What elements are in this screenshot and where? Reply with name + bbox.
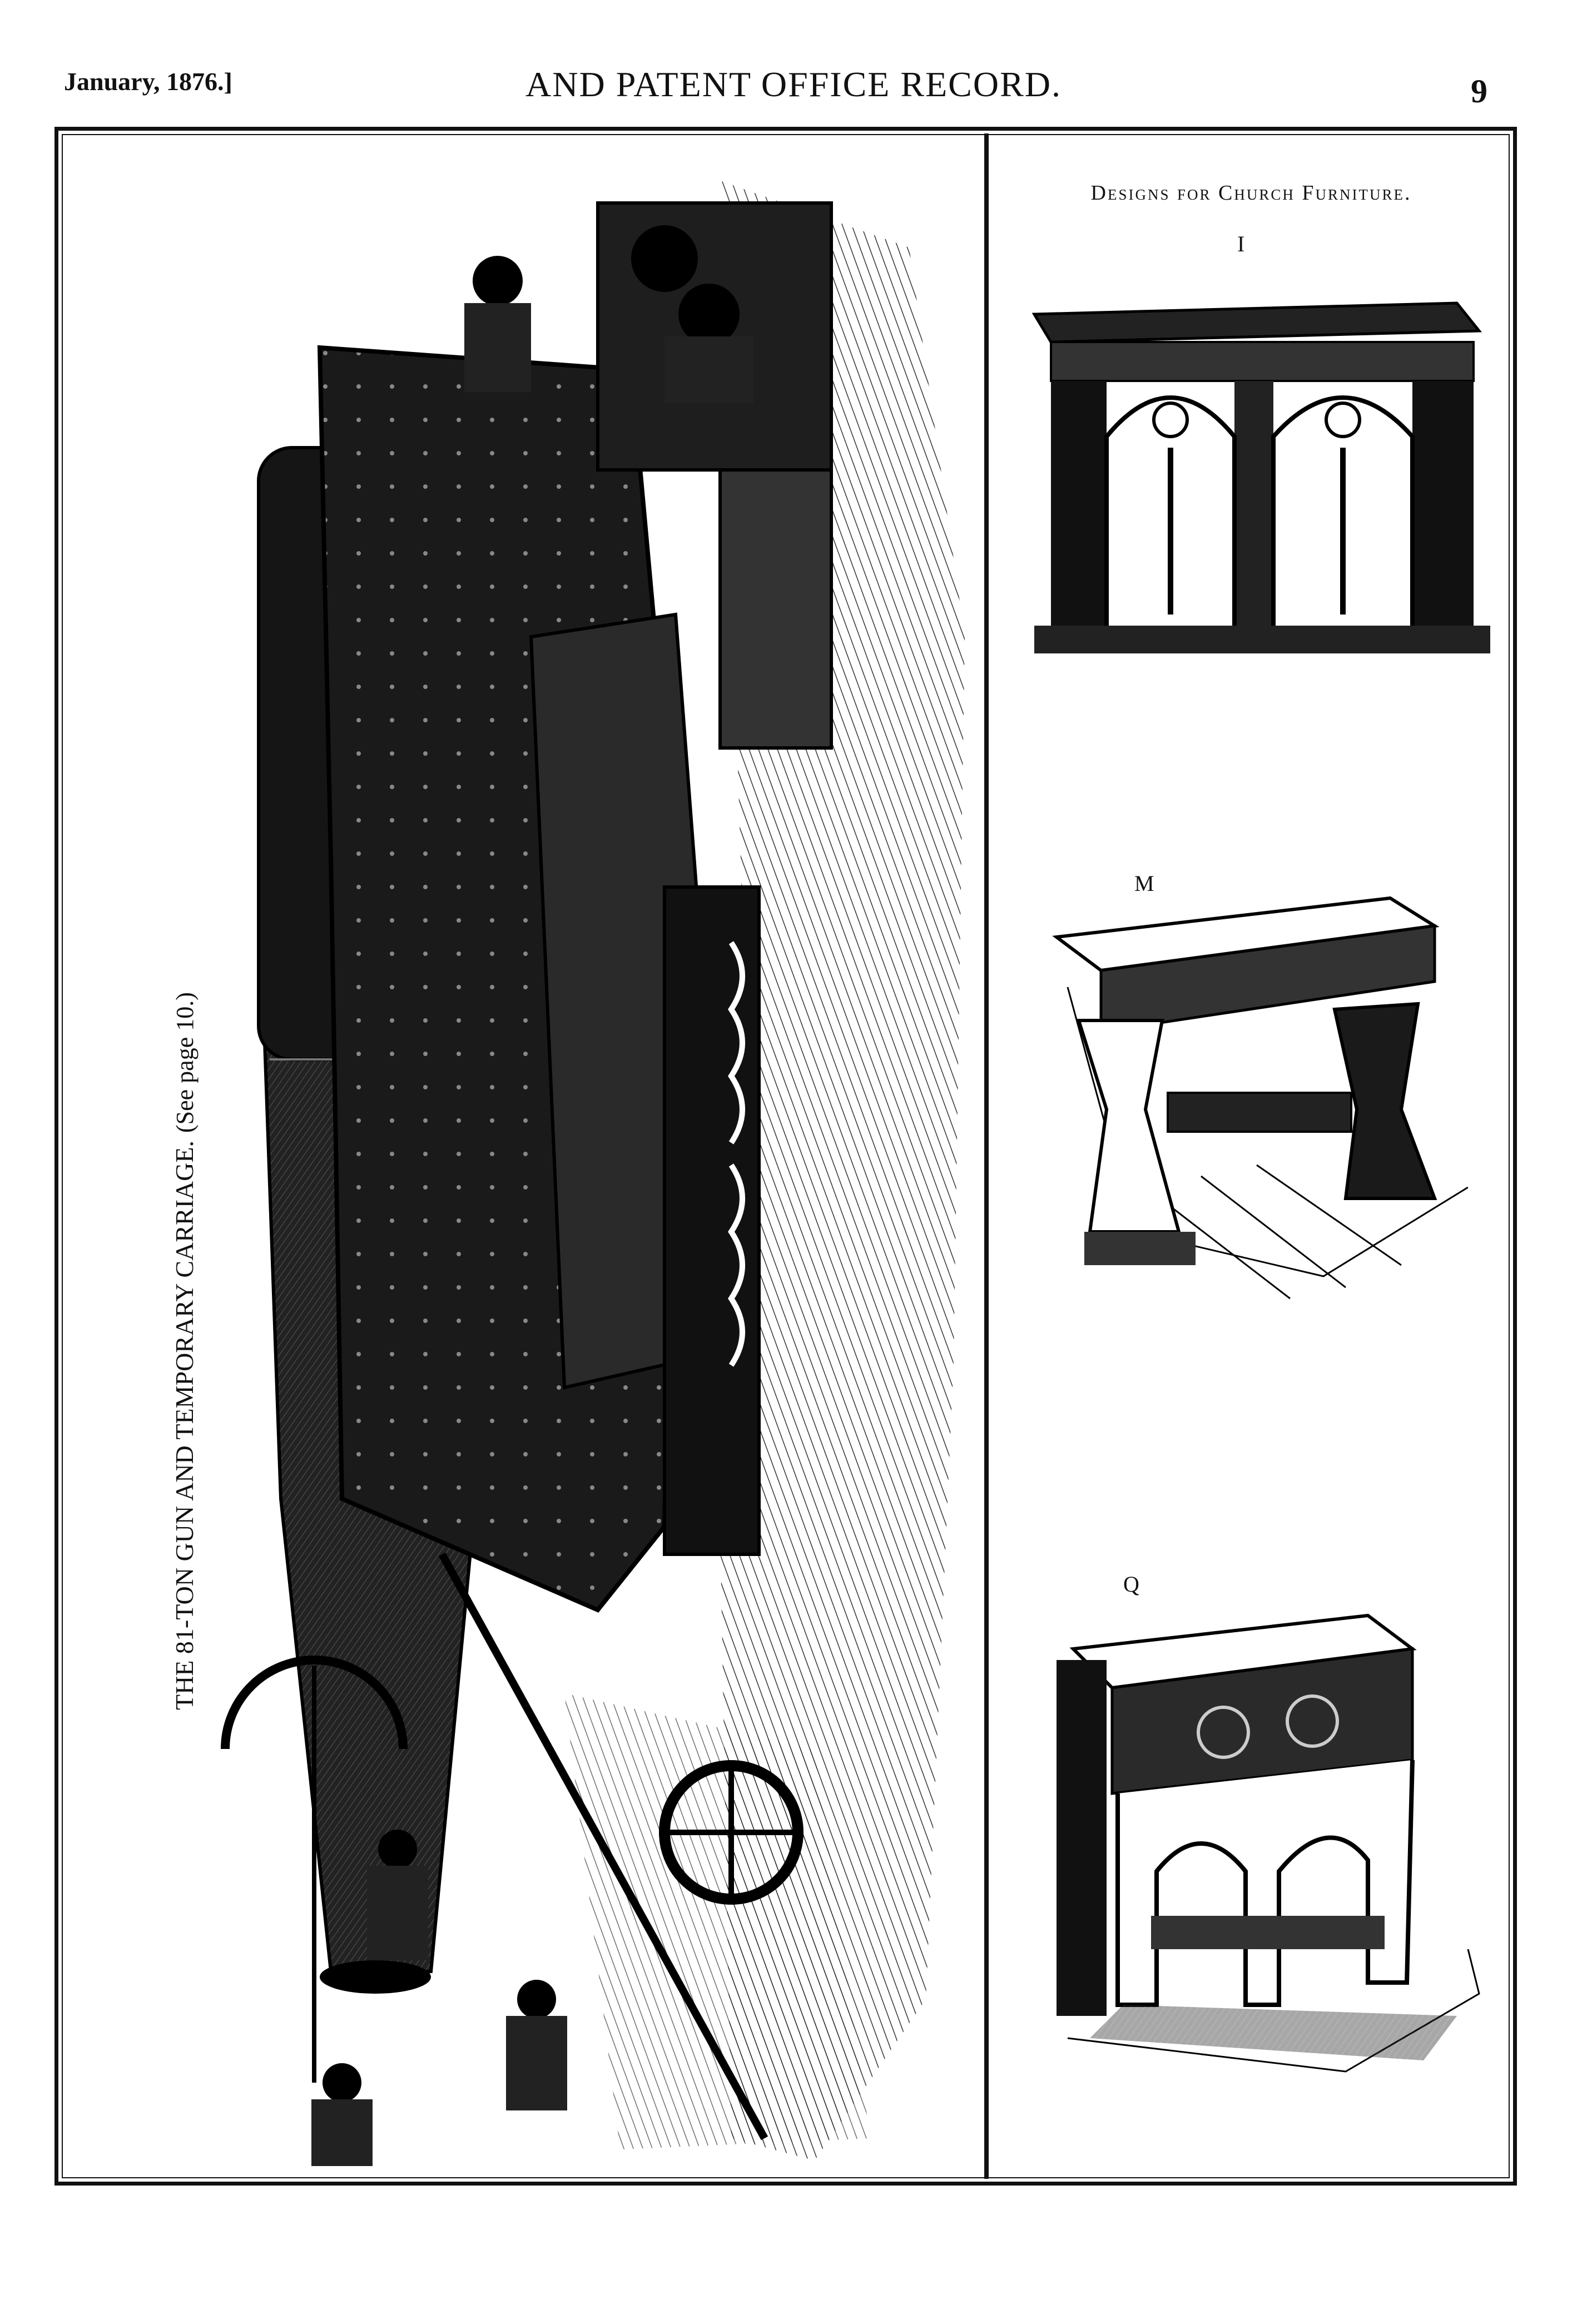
workmen-figures — [311, 256, 753, 2166]
lifting-gear — [221, 1552, 804, 2140]
gun-engraving — [221, 181, 965, 2166]
design-m-drawing — [1052, 896, 1468, 1300]
journal-title: AND PATENT OFFICE RECORD. — [525, 65, 1062, 104]
column-divider — [984, 133, 989, 2179]
design-label-i: I — [1237, 231, 1245, 256]
design-label-q: Q — [1123, 1572, 1139, 1597]
running-head: January, 1876.] AND PATENT OFFICE RECORD… — [0, 0, 1587, 133]
design-i-drawing — [1031, 301, 1490, 653]
page-number: 9 — [1471, 73, 1487, 110]
gun-carriage — [317, 345, 761, 1613]
plate-frame — [54, 127, 1517, 2186]
gun-plate: THE 81-TON GUN AND TEMPORARY CARRIAGE.(S… — [64, 136, 981, 2177]
church-furniture-column: Designs for Church Furniture. I M Q — [990, 136, 1512, 2177]
traversing-gear — [596, 201, 833, 750]
church-furniture-heading: Designs for Church Furniture. — [1090, 181, 1412, 205]
issue-date: January, 1876.] — [64, 67, 232, 96]
design-q-drawing — [1057, 1613, 1480, 2073]
design-label-m: M — [1134, 871, 1154, 896]
